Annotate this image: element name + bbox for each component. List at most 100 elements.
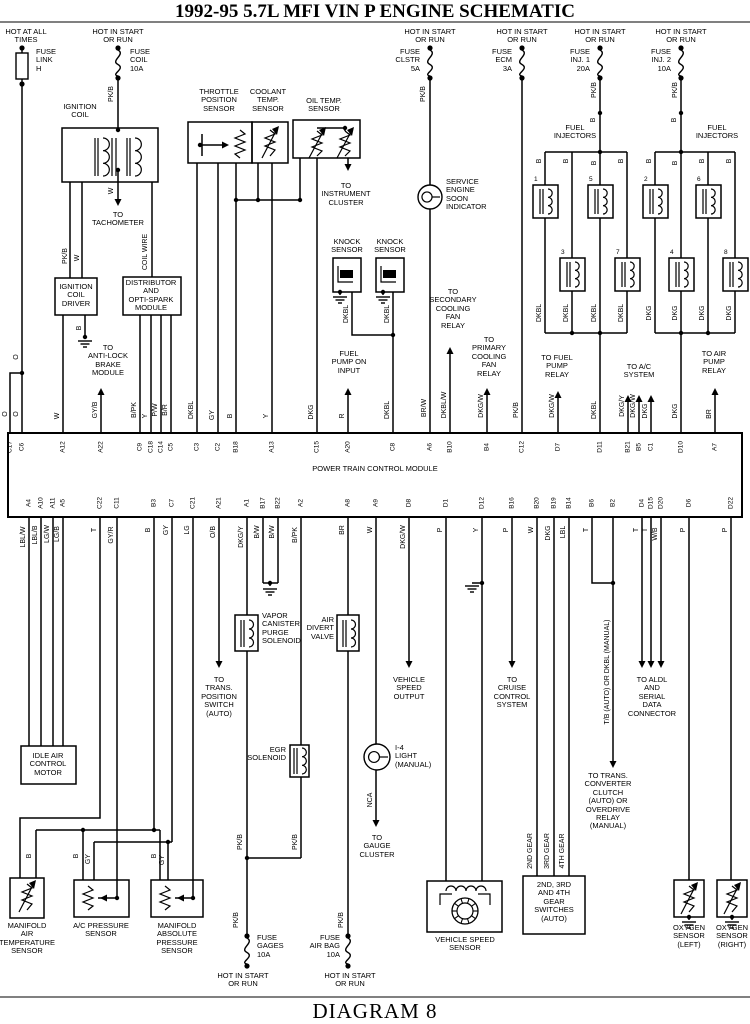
wire-color-label: DKBL <box>384 400 392 420</box>
wire-color-label: DKBL <box>188 400 196 420</box>
wire-color-label: B <box>563 158 571 164</box>
wire-color-label: NCA <box>367 792 375 808</box>
fuse-terminal-dot <box>678 75 684 81</box>
wire-color-label: DKG/W <box>478 394 486 418</box>
to-tcc: TO TRANS. CONVERTER CLUTCH (AUTO) OR OVE… <box>584 771 632 831</box>
junction-dot <box>597 110 603 116</box>
vcps-box <box>234 614 259 652</box>
wire-color-label: W <box>54 412 62 420</box>
wire-color-label: B/W <box>269 525 277 539</box>
to-fuel-pump-relay: TO FUEL PUMP RELAY <box>541 353 573 379</box>
arrow-down-icon <box>405 661 413 668</box>
wire-color-label: PK/B <box>591 82 599 98</box>
arrow-up-icon <box>483 388 491 395</box>
pcm-pin-D6: D6 <box>685 498 693 508</box>
arrow-down-icon <box>344 164 352 171</box>
wire-color-label: GY <box>163 524 171 536</box>
pcm-pin-A6: A6 <box>426 443 434 451</box>
i4-light-lamp-filament <box>367 750 381 764</box>
pcm-pin-C21: C21 <box>189 497 197 509</box>
vss-rotor-tooth <box>466 918 470 924</box>
injector-2-box <box>642 184 669 219</box>
fuse-air-bag: FUSE AIR BAG 10A <box>309 933 340 959</box>
knock-bracket <box>380 266 396 283</box>
junction-dot <box>151 827 157 833</box>
iac-box <box>20 745 77 785</box>
gear-switches-label: 2ND, 3RD AND 4TH GEAR SWITCHES (AUTO) <box>534 880 574 923</box>
arrow-down-icon <box>508 661 516 668</box>
pcm-pin-A12: A12 <box>59 441 67 453</box>
junction-dot <box>80 827 86 833</box>
wire-color-label: P <box>680 527 688 533</box>
pcm-pin-B20: B20 <box>533 497 541 509</box>
junction-dot <box>686 914 692 920</box>
pcm-pin-C14: C14 <box>157 441 165 453</box>
wire-color-label: T <box>583 527 591 533</box>
wire-color-label: PK/B <box>420 86 428 102</box>
fuse-terminal-dot <box>519 75 525 81</box>
wire-color-label: DKG <box>672 403 680 419</box>
pcm-pin-D12: D12 <box>478 497 486 509</box>
junction-dot <box>390 332 396 338</box>
wire-color-label: T <box>642 527 650 533</box>
junction-dot <box>610 580 616 586</box>
wire-color-label: DKG <box>642 403 650 419</box>
pcm-pin-A4: A4 <box>25 499 33 507</box>
pcm-pin-A21: A21 <box>215 497 223 509</box>
pcm-pin-B16: B16 <box>508 497 516 509</box>
acp-box <box>73 879 130 918</box>
resistor-icon <box>158 885 172 911</box>
coil-icon <box>629 261 635 288</box>
pcm-pin-B17: B17 <box>259 497 267 509</box>
vss-coil-icon <box>445 885 487 892</box>
coolant-temp-box <box>251 121 289 164</box>
variable-arrow <box>336 129 353 159</box>
pcm-pin-A13: A13 <box>268 441 276 453</box>
fuse-icon <box>597 49 603 77</box>
wire-color-label: W/B <box>652 527 660 541</box>
wire-color-label: B <box>671 117 679 123</box>
arrow-up-icon <box>446 347 454 354</box>
wire-color-label: B/PK <box>131 402 139 418</box>
map-label: MANIFOLD ABSOLUTE PRESSURE SENSOR <box>156 921 198 956</box>
coolant-label: COOLANT TEMP. SENSOR <box>249 87 287 113</box>
wire-color-label: GY <box>159 854 167 866</box>
hot-start-run-clstr: HOT IN START OR RUN <box>404 27 456 45</box>
wire-color-label: DKBL <box>536 303 544 323</box>
pcm-pin-A20: A20 <box>344 441 352 453</box>
wire <box>19 517 101 878</box>
pcm-pin-B5: B5 <box>635 443 643 451</box>
injector-5-box <box>587 184 614 219</box>
fuse-icon <box>519 49 525 77</box>
wire-color-label: DKG <box>308 404 316 420</box>
arrow-up-icon <box>97 388 105 395</box>
coil-icon <box>134 137 142 177</box>
fuse-link-h: FUSE LINK H <box>36 47 57 73</box>
vss-bracket <box>439 893 452 905</box>
wire-color-label: O <box>2 411 10 417</box>
injector-7-box <box>614 257 641 292</box>
wire-color-label: DKG <box>545 525 553 541</box>
wire-color-label: B <box>672 160 680 166</box>
pcm-pin-B3: B3 <box>150 499 158 507</box>
fuse-terminal-dot <box>519 45 525 51</box>
junction-dot <box>114 895 120 901</box>
wire-color-label: DKBL/W <box>441 391 449 419</box>
pcm-pin-C17: C17 <box>6 441 14 453</box>
wire-color-label: P <box>503 527 511 533</box>
fuse-icon <box>678 49 684 77</box>
coil-icon <box>737 261 743 288</box>
wire-color-label: B <box>590 117 598 123</box>
service-engine-soon-lamp-filament <box>421 191 433 203</box>
pcm-pin-C8: C8 <box>389 442 397 452</box>
oil-temp-label: OIL TEMP. SENSOR <box>306 96 342 114</box>
pcm-pin-C18: C18 <box>147 441 155 453</box>
wire-color-label: GY <box>209 409 217 421</box>
vss-rotor-tooth <box>460 898 464 904</box>
pcm-pin-D8: D8 <box>405 498 413 508</box>
pcm-pin-D22: D22 <box>727 497 735 509</box>
page-title: 1992-95 5.7L MFI VIN P ENGINE SCHEMATIC <box>175 1 575 22</box>
arrow-up-icon <box>635 395 643 402</box>
junction-dot <box>705 330 711 336</box>
